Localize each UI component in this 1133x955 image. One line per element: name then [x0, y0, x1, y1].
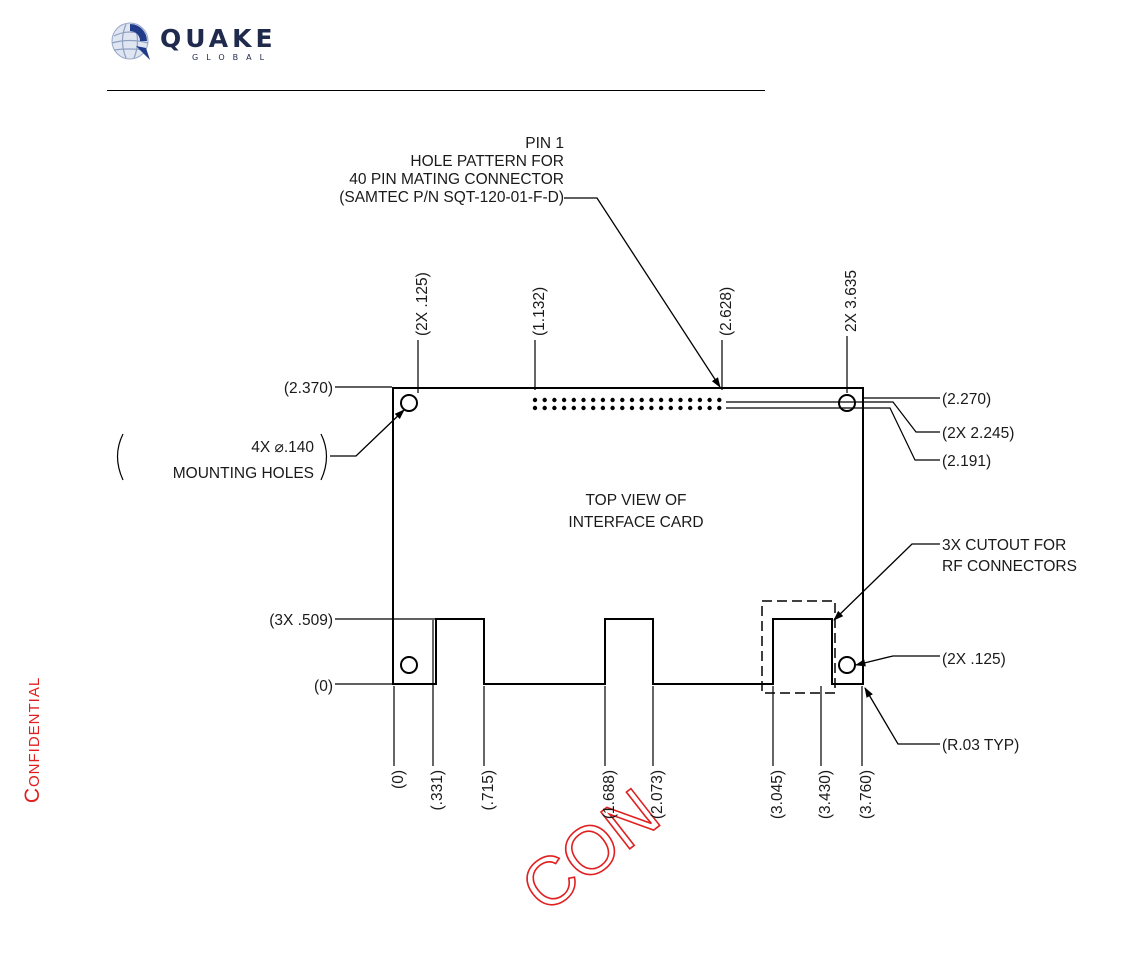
- connector-pin: [561, 405, 567, 411]
- connector-pin: [658, 405, 664, 411]
- dim-bottom-0: (0): [390, 770, 407, 789]
- board-title-line1: TOP VIEW OF: [585, 492, 686, 509]
- connector-pin: [552, 405, 557, 411]
- dim-left-cutout: (3X .509): [269, 612, 333, 629]
- dim-top-conn-left: (1.132): [531, 287, 548, 336]
- mounting-hole-top-right: [838, 394, 856, 412]
- mounting-hole-bottom-left: [400, 656, 418, 674]
- mounting-paren-left: [116, 433, 124, 481]
- connector-pin: [639, 405, 644, 411]
- rf-cutout-outline: [761, 600, 836, 694]
- connector-pin: [717, 397, 722, 403]
- connector-pin: [542, 405, 547, 411]
- connector-pin-pattern: [532, 397, 722, 411]
- connector-leader: [564, 197, 721, 388]
- logo-subtitle: GLOBAL: [192, 53, 273, 62]
- connector-pin: [620, 405, 625, 411]
- connector-pin: [629, 397, 635, 403]
- dim-top-conn-right: (2.628): [718, 287, 735, 336]
- connector-pin: [610, 405, 615, 411]
- mounting-hole-top-left: [400, 394, 418, 412]
- rf-callout-leader: [833, 543, 940, 621]
- dim-left-zero: (0): [314, 678, 333, 695]
- connector-pin: [688, 405, 693, 411]
- dim-right-radius: (R.03 TYP): [942, 737, 1019, 754]
- connector-pin: [658, 397, 664, 403]
- dim-bottom-3430: (3.430): [817, 770, 834, 819]
- connector-pin: [678, 397, 683, 403]
- connector-callout-line2: HOLE PATTERN FOR: [410, 153, 564, 170]
- connector-pin: [552, 397, 557, 403]
- connector-pin: [697, 397, 703, 403]
- dim-top-hole-left: (2X .125): [414, 272, 431, 336]
- dim-leader-right-hole: [854, 655, 940, 667]
- dim-bottom-3760: (3.760): [858, 770, 875, 819]
- rf-callout-line1: 3X CUTOUT FOR: [942, 537, 1066, 554]
- connector-pin: [600, 397, 606, 403]
- dim-right-mid: (2X 2.245): [942, 425, 1014, 442]
- connector-pin: [532, 405, 538, 411]
- connector-pin: [707, 405, 712, 411]
- connector-pin: [707, 397, 712, 403]
- connector-pin: [600, 405, 606, 411]
- board-title-line2: INTERFACE CARD: [568, 514, 703, 531]
- logo-wordmark: QUAKE: [160, 24, 277, 53]
- header-divider: [107, 90, 765, 91]
- mounting-hole-bottom-right: [838, 656, 856, 674]
- mounting-callout-line1: 4X ⌀.140: [251, 439, 314, 456]
- connector-pin: [649, 397, 654, 403]
- connector-pin: [581, 405, 586, 411]
- connector-pin: [668, 397, 673, 403]
- connector-callout-line3: 40 PIN MATING CONNECTOR: [349, 171, 564, 188]
- connector-pin: [620, 397, 625, 403]
- dim-leader-right-mid: [726, 401, 940, 433]
- dim-leader-right-radius: [864, 687, 940, 745]
- dim-bottom-331: (.331): [429, 770, 446, 811]
- connector-pin: [581, 397, 586, 403]
- connector-pin: [591, 405, 596, 411]
- mounting-paren-right: [320, 433, 328, 481]
- connector-pin: [688, 397, 693, 403]
- connector-callout-line4: (SAMTEC P/N SQT-120-01-F-D): [339, 189, 564, 206]
- connector-pin: [610, 397, 615, 403]
- connector-pin: [697, 405, 703, 411]
- mounting-leader: [330, 409, 405, 457]
- connector-pin: [639, 397, 644, 403]
- connector-pin: [561, 397, 567, 403]
- dim-right-top: (2.270): [942, 391, 991, 408]
- connector-pin: [532, 397, 538, 403]
- mounting-callout-line2: MOUNTING HOLES: [173, 465, 314, 482]
- connector-pin: [678, 405, 683, 411]
- connector-pin: [571, 397, 576, 403]
- dim-right-hole: (2X .125): [942, 651, 1006, 668]
- connector-pin: [542, 397, 547, 403]
- connector-pin: [591, 397, 596, 403]
- dim-bottom-2073: (2.073): [649, 770, 666, 819]
- dim-bottom-715: (.715): [480, 770, 497, 811]
- company-logo: QUAKE GLOBAL: [106, 16, 326, 66]
- connector-pin: [649, 405, 654, 411]
- connector-pin: [717, 405, 722, 411]
- globe-logo-icon: [111, 22, 150, 60]
- connector-callout-line1: PIN 1: [525, 135, 564, 152]
- dim-left-top: (2.370): [284, 380, 333, 397]
- dim-leader-right-low: [726, 407, 940, 461]
- connector-pin: [571, 405, 576, 411]
- rf-callout-line2: RF CONNECTORS: [942, 558, 1077, 575]
- board-outline: [392, 387, 864, 685]
- connector-pin: [668, 405, 673, 411]
- dim-top-hole-right: 2X 3.635: [843, 270, 860, 332]
- confidential-watermark: Confidential: [21, 676, 44, 804]
- connector-pin: [629, 405, 635, 411]
- dim-bottom-3045: (3.045): [769, 770, 786, 819]
- dim-bottom-1688: (1.688): [601, 770, 618, 819]
- dim-right-low: (2.191): [942, 453, 991, 470]
